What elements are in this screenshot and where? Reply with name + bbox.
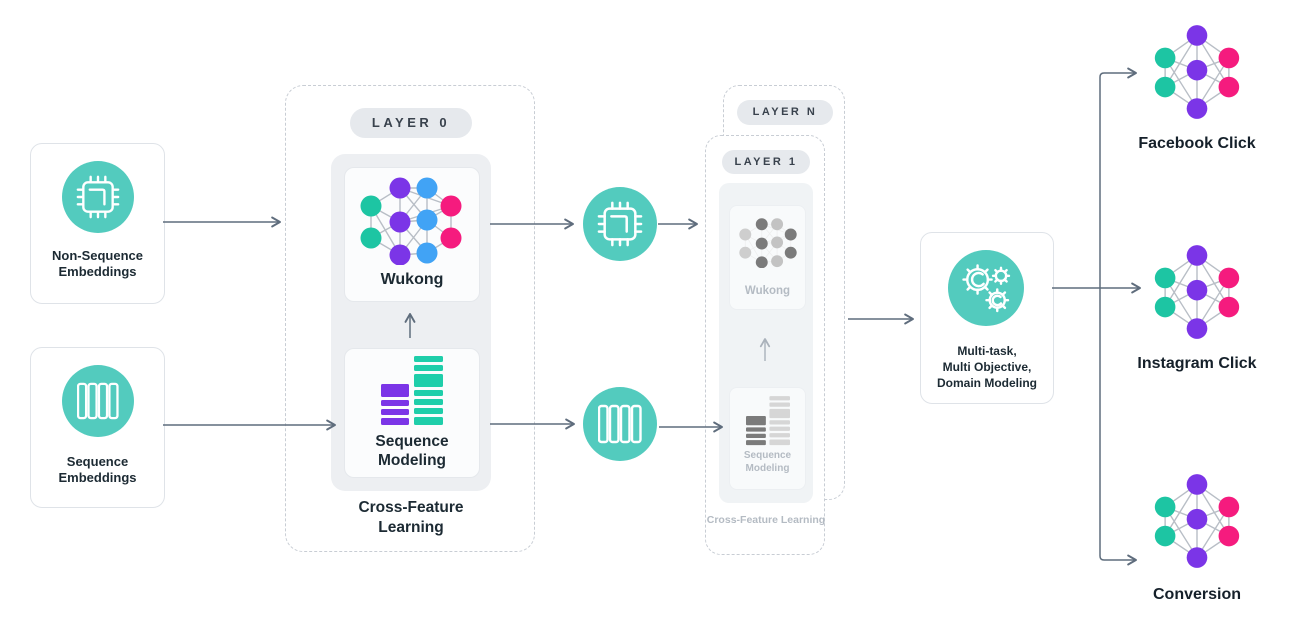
multitask-line: Multi-task, [957, 344, 1017, 358]
teal-circle [62, 365, 134, 437]
chip-icon [597, 201, 643, 247]
sequence-modeling-card: Sequence Modeling [344, 348, 480, 478]
input-card-non-sequence: Non-Sequence Embeddings [30, 143, 165, 304]
bars-stage-circle [583, 387, 657, 461]
wukong-network-icon [360, 177, 462, 265]
chip-icon [76, 175, 120, 219]
teal-circle [948, 250, 1024, 326]
multitask-line: Multi Objective, [942, 360, 1032, 374]
cross-feature-caption: Cross-Feature Learning [358, 499, 464, 536]
input-label: Non-Sequence Embeddings [51, 248, 143, 279]
layer0-container: Wukong Sequence Modeling [331, 154, 491, 491]
output-label-instagram: Instagram Click [1137, 355, 1257, 372]
output-label-conversion: Conversion [1152, 586, 1241, 603]
bars-icon [598, 404, 642, 444]
multitask-label: Multi-task, Multi Objective, Domain Mode… [925, 343, 1049, 391]
arrow-branch-to-facebook [1099, 67, 1137, 288]
input-label: Sequence Embeddings [58, 454, 137, 485]
sequence-bars-icon [381, 356, 443, 426]
network-icon-instagram [1152, 242, 1242, 342]
input-card-sequence: Sequence Embeddings [30, 347, 165, 508]
layer0-badge: LAYER 0 [350, 108, 472, 138]
sequence-modeling-label: Sequence Modeling [743, 450, 792, 474]
layern-badge: LAYER N [737, 100, 833, 125]
bars-icon [77, 382, 119, 420]
layer0-frame: LAYER 0 Wukong Sequence Modeling Cross-F… [285, 85, 535, 552]
wukong-card: Wukong [344, 167, 480, 302]
wukong-network-icon [739, 218, 797, 268]
layer1-container: Wukong Sequence Modeling [719, 183, 813, 503]
chip-stage-circle [583, 187, 657, 261]
multitask-card: Multi-task, Multi Objective, Domain Mode… [920, 232, 1054, 404]
layer1-frame: LAYER 1 Wukong Sequence Modeling Cross-F… [705, 135, 825, 555]
teal-circle [62, 161, 134, 233]
sequence-modeling-label: Sequence Modeling [375, 433, 449, 469]
wukong-label: Wukong [380, 271, 444, 288]
network-icon-facebook [1152, 22, 1242, 122]
network-icon-conversion [1152, 471, 1242, 571]
sequence-bars-icon [746, 396, 790, 446]
sequence-modeling-card-disabled: Sequence Modeling [729, 387, 806, 490]
wukong-card-disabled: Wukong [729, 205, 806, 310]
gears-icon [956, 258, 1016, 318]
wukong-label: Wukong [744, 285, 791, 297]
arrow-branch-to-conversion [1099, 288, 1137, 566]
multitask-line: Domain Modeling [937, 376, 1037, 390]
layer1-badge: LAYER 1 [722, 150, 810, 174]
cross-feature-caption: Cross-Feature Learning [706, 514, 826, 526]
output-label-facebook: Facebook Click [1138, 135, 1256, 152]
